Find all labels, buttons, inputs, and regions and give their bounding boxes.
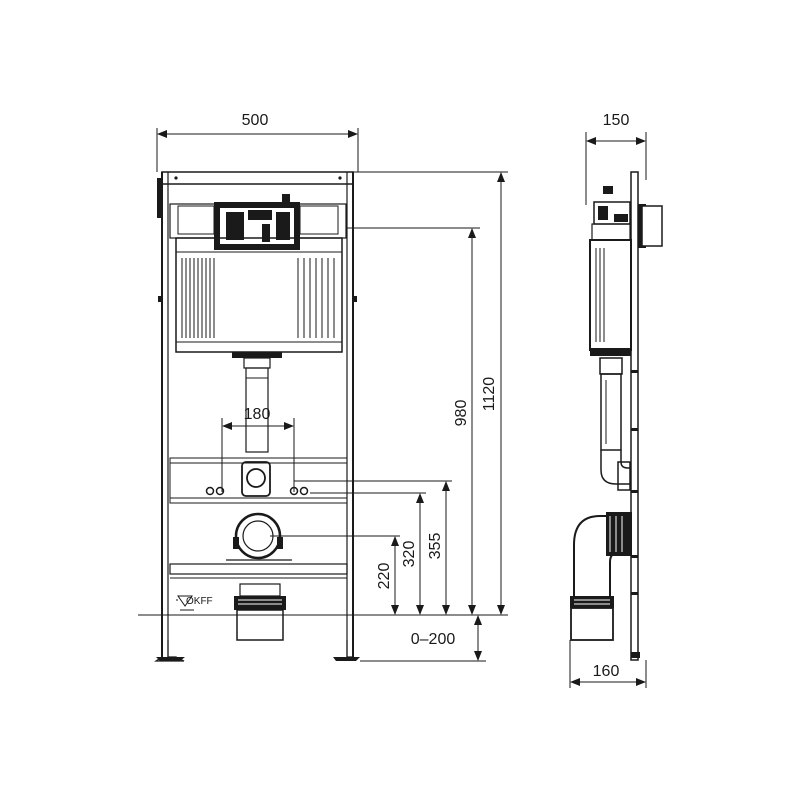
cistern-height-label: 980 — [453, 400, 470, 427]
total-height-label: 1120 — [481, 377, 498, 412]
outlet-height-label: 220 — [376, 563, 393, 590]
flush-pipe — [243, 357, 271, 453]
front-view: 500 — [138, 112, 508, 662]
depth-top-label: 150 — [603, 112, 630, 129]
width-label: 500 — [242, 112, 269, 129]
side-frame — [630, 171, 663, 661]
depth-top-dimension: 150 — [585, 112, 647, 205]
side-waste-bend — [570, 512, 632, 641]
depth-bottom-label: 160 — [593, 663, 620, 680]
floor-adjust-label: 0–200 — [411, 631, 456, 648]
width-dimension: 500 — [156, 112, 359, 172]
side-flush-pipe — [599, 357, 631, 491]
connection-height-label: 355 — [427, 533, 444, 560]
side-cistern — [589, 186, 632, 356]
floor-label: OKFF — [186, 596, 213, 607]
drain-connector — [234, 583, 286, 641]
pipe-spacing-label: 180 — [244, 406, 271, 423]
height-dimensions: 1120 980 355 320 220 0–200 — [270, 171, 508, 662]
waste-outlet — [169, 512, 348, 579]
bolt-height-label: 320 — [401, 541, 418, 568]
side-view: 150 — [569, 112, 663, 688]
pipe-spacing-dimension: 180 — [221, 406, 295, 492]
frame — [154, 171, 360, 662]
cistern — [169, 194, 347, 358]
mid-rails — [169, 457, 348, 504]
depth-bottom-dimension: 160 — [569, 640, 647, 688]
floor-marker: OKFF — [138, 595, 508, 616]
